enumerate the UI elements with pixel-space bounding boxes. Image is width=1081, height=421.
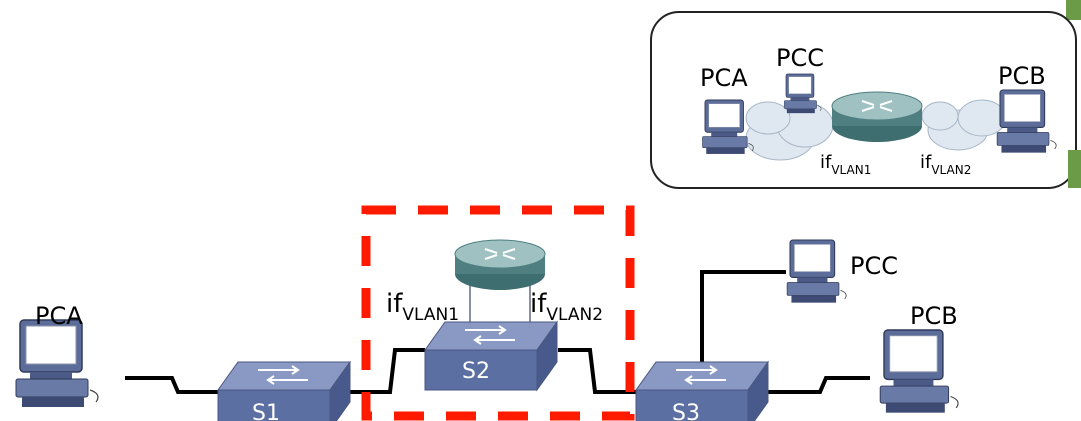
corner-accent	[1066, 0, 1081, 20]
switch-s2	[424, 321, 558, 391]
if-vlan2-label: ifVLAN2	[530, 289, 603, 325]
cable-s2-s3	[558, 348, 636, 394]
pca-label: PCA	[35, 302, 83, 330]
cable-s3-pcc	[700, 270, 786, 362]
pcb-label: PCB	[910, 302, 958, 330]
pc-a-icon	[15, 319, 99, 408]
inset-if-vlan2-label: ifVLAN2	[920, 152, 971, 177]
switch-s3	[635, 361, 769, 421]
cable-s1-s2	[340, 348, 425, 394]
switch-s3-label: S3	[672, 401, 700, 421]
cable-s3-pcb	[766, 376, 870, 394]
cable-pca-s1	[125, 376, 222, 394]
inset-router-icon	[831, 91, 923, 143]
inset-if-vlan1-label: ifVLAN1	[820, 152, 871, 177]
inset-pcb-label: PCB	[998, 62, 1046, 90]
if-vlan1-label: ifVLAN1	[386, 289, 459, 325]
switch-s2-label: S2	[462, 359, 490, 384]
router-icon	[454, 239, 546, 291]
inset-cloud-left	[745, 101, 834, 161]
inset-pcc-label: PCC	[776, 44, 824, 72]
pc-b-icon	[879, 329, 959, 414]
pc-c-icon	[786, 239, 847, 304]
inset-cloud-right	[921, 99, 1007, 151]
switch-s1	[217, 361, 351, 421]
pcc-label: PCC	[850, 252, 898, 280]
router-on-a-stick-highlight	[361, 205, 635, 421]
inset-pca-label: PCA	[700, 64, 748, 92]
inset-panel: PCA PCC PCB ifVLAN1 ifVLAN2	[650, 11, 1081, 189]
switch-s1-label: S1	[252, 401, 280, 421]
